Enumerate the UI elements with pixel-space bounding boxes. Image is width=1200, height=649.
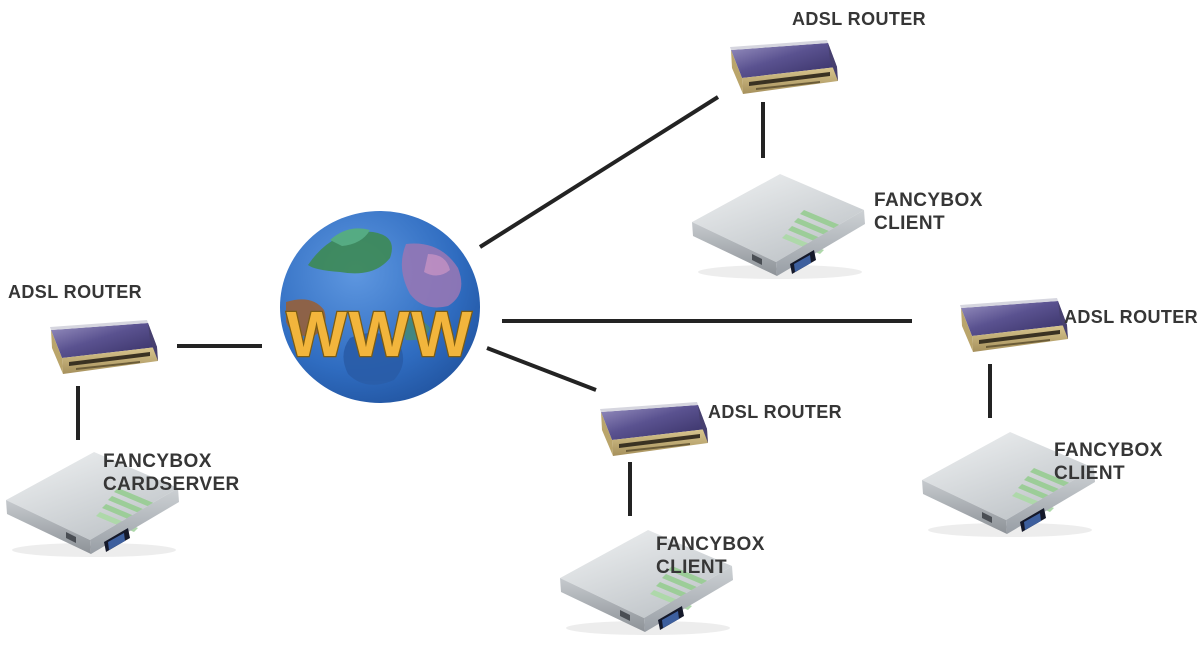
label-router-right: ADSL ROUTER bbox=[1064, 307, 1199, 327]
adsl-router-icon-left bbox=[50, 320, 158, 374]
label-client-middle-line2: CLIENT bbox=[656, 557, 728, 578]
adsl-router-icon-top bbox=[730, 40, 838, 94]
www-globe-icon: WWW bbox=[280, 211, 480, 403]
www-label: WWW bbox=[286, 298, 473, 370]
settop-box-icon-topright-client bbox=[692, 171, 865, 279]
label-cardserver-left-line2: CARDSERVER bbox=[103, 474, 240, 495]
label-cardserver-left: FANCYBOX CARDSERVER bbox=[103, 450, 240, 496]
link-globe-to-top-router bbox=[478, 95, 720, 249]
label-client-middle-line1: FANCYBOX bbox=[656, 534, 765, 555]
label-router-top: ADSL ROUTER bbox=[792, 9, 927, 29]
link-globe-to-middle-router bbox=[486, 346, 597, 392]
label-router-middle: ADSL ROUTER bbox=[708, 402, 843, 422]
label-router-left: ADSL ROUTER bbox=[8, 282, 143, 302]
label-client-topright: FANCYBOX CLIENT bbox=[874, 189, 983, 235]
label-client-topright-line2: CLIENT bbox=[874, 213, 946, 234]
adsl-router-icon-middle bbox=[600, 402, 708, 456]
label-client-middle: FANCYBOX CLIENT bbox=[656, 533, 765, 579]
label-cardserver-left-line1: FANCYBOX bbox=[103, 451, 212, 472]
label-client-right-line2: CLIENT bbox=[1054, 463, 1126, 484]
label-client-right: FANCYBOX CLIENT bbox=[1054, 439, 1163, 485]
label-client-topright-line1: FANCYBOX bbox=[874, 190, 983, 211]
label-client-right-line1: FANCYBOX bbox=[1054, 440, 1163, 461]
adsl-router-icon-right bbox=[960, 298, 1068, 352]
